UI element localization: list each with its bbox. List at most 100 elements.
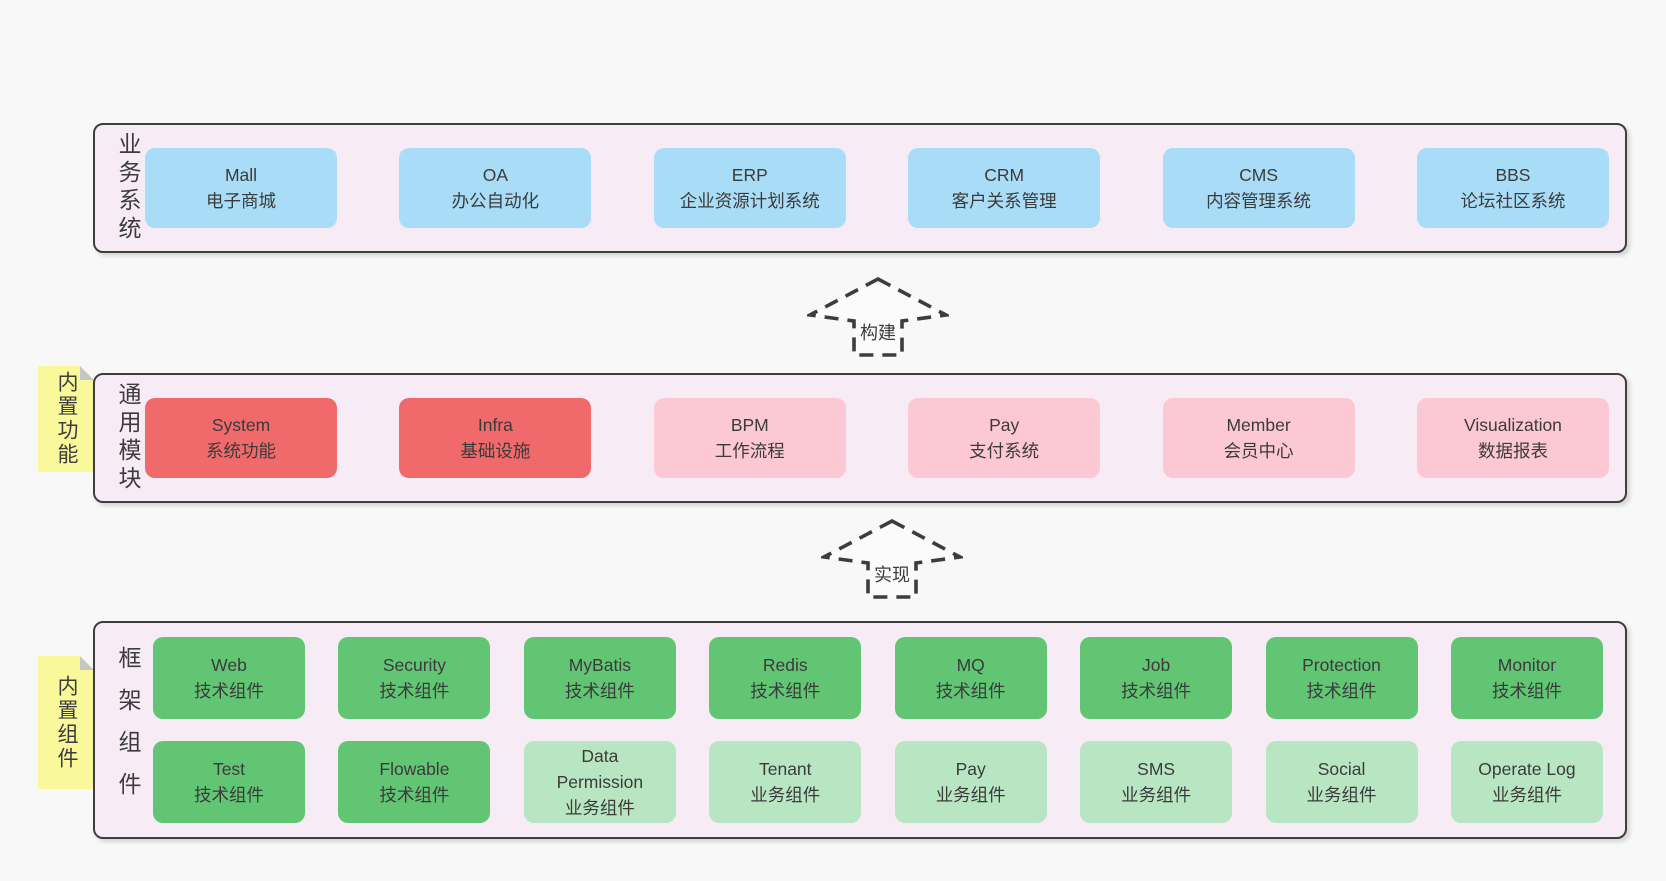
- band-common-modules: 通用模块 System 系统功能 Infra 基础设施 BPM 工作流程 Pay…: [93, 373, 1627, 503]
- box-title: SMS: [1137, 759, 1176, 779]
- box-title: CMS: [1239, 165, 1278, 185]
- box-title: Protection: [1302, 655, 1381, 675]
- box-protection: Protection 技术组件: [1265, 637, 1418, 719]
- business-boxes-row: Mall 电子商城 OA 办公自动化 ERP 企业资源计划系统 CRM 客户关系…: [145, 148, 1625, 228]
- sticky-label: 内置组件: [55, 674, 78, 771]
- component-row-1: Web 技术组件 Security 技术组件 MyBatis 技术组件 Redi…: [153, 637, 1603, 719]
- box-job: Job 技术组件: [1080, 637, 1233, 719]
- component-rows: Web 技术组件 Security 技术组件 MyBatis 技术组件 Redi…: [145, 637, 1625, 823]
- box-social: Social 业务组件: [1265, 741, 1418, 823]
- band-business-systems: 业务系统 Mall 电子商城 OA 办公自动化 ERP 企业资源计划系统 CRM…: [93, 123, 1627, 253]
- box-cms: CMS 内容管理系统: [1162, 148, 1355, 228]
- box-subtitle: 技术组件: [1306, 681, 1377, 701]
- box-title: MQ: [956, 655, 985, 675]
- box-subtitle: 技术组件: [379, 681, 450, 701]
- up-arrow-icon: 构建: [804, 276, 952, 357]
- sticky-built-in-components: 内置组件: [38, 656, 94, 789]
- up-arrow-shape: [804, 276, 952, 357]
- box-title: Flowable: [379, 759, 450, 779]
- box-subtitle: 企业资源计划系统: [679, 191, 820, 211]
- box-flowable: Flowable 技术组件: [338, 741, 491, 823]
- box-title: CRM: [984, 165, 1025, 185]
- box-title: Data Permission: [556, 746, 644, 792]
- box-subtitle: 论坛社区系统: [1460, 191, 1566, 211]
- box-title: BBS: [1495, 165, 1531, 185]
- box-operate-log: Operate Log 业务组件: [1450, 741, 1603, 823]
- band-label-business-systems: 业务系统: [115, 132, 141, 244]
- box-pay-biz: Pay 业务组件: [894, 741, 1047, 823]
- folded-corner-icon: [80, 366, 94, 380]
- box-subtitle: 支付系统: [969, 441, 1040, 461]
- box-title: OA: [482, 165, 509, 185]
- box-title: Social: [1317, 759, 1366, 779]
- box-title: Operate Log: [1478, 759, 1576, 779]
- sticky-label: 内置功能: [55, 371, 78, 467]
- box-title: Redis: [762, 655, 808, 675]
- box-test: Test 技术组件: [153, 741, 305, 823]
- box-title: Security: [382, 655, 447, 675]
- box-subtitle: 基础设施: [460, 441, 531, 461]
- component-row-2: Test 技术组件 Flowable 技术组件 Data Permission …: [153, 741, 1603, 823]
- box-web: Web 技术组件: [153, 637, 305, 719]
- box-erp: ERP 企业资源计划系统: [653, 148, 846, 228]
- arrow-build-label: 构建: [860, 323, 896, 343]
- box-visualization: Visualization 数据报表: [1416, 398, 1609, 478]
- box-title: Pay: [989, 415, 1020, 435]
- box-mybatis: MyBatis 技术组件: [523, 637, 676, 719]
- box-subtitle: 技术组件: [564, 681, 635, 701]
- band-label-common-modules: 通用模块: [115, 382, 141, 494]
- box-member: Member 会员中心: [1162, 398, 1355, 478]
- box-subtitle: 业务组件: [935, 785, 1006, 805]
- box-subtitle: 技术组件: [379, 785, 450, 805]
- box-system: System 系统功能: [145, 398, 337, 478]
- band-label-framework-components: 框架组件: [115, 646, 141, 814]
- box-title: Visualization: [1463, 415, 1562, 435]
- box-subtitle: 电子商城: [206, 191, 276, 211]
- box-redis: Redis 技术组件: [709, 637, 862, 719]
- box-subtitle: 数据报表: [1477, 441, 1548, 461]
- box-security: Security 技术组件: [338, 637, 491, 719]
- box-bpm: BPM 工作流程: [653, 398, 846, 478]
- box-subtitle: 业务组件: [1306, 785, 1377, 805]
- box-subtitle: 技术组件: [1491, 681, 1562, 701]
- box-title: Tenant: [758, 759, 812, 779]
- box-subtitle: 技术组件: [1121, 681, 1192, 701]
- box-title: Job: [1142, 655, 1171, 675]
- arrow-build: 构建: [804, 276, 952, 357]
- box-title: Web: [211, 655, 247, 675]
- module-boxes-row: System 系统功能 Infra 基础设施 BPM 工作流程 Pay 支付系统…: [145, 398, 1625, 478]
- band-framework-components: 框架组件 Web 技术组件 Security 技术组件 MyBatis 技术组件…: [93, 621, 1627, 839]
- box-subtitle: 业务组件: [1121, 785, 1192, 805]
- box-subtitle: 客户关系管理: [951, 191, 1057, 211]
- box-subtitle: 业务组件: [750, 785, 821, 805]
- arrow-implement: 实现: [818, 518, 966, 599]
- box-subtitle: 技术组件: [194, 681, 264, 701]
- up-arrow-icon: 实现: [818, 518, 966, 599]
- box-subtitle: 技术组件: [194, 785, 264, 805]
- box-title: Member: [1226, 415, 1291, 435]
- box-title: Mall: [224, 165, 258, 185]
- box-subtitle: 办公自动化: [451, 191, 540, 211]
- box-title: MyBatis: [568, 655, 631, 675]
- box-title: Infra: [477, 415, 513, 435]
- up-arrow-shape: [818, 518, 966, 599]
- box-sms: SMS 业务组件: [1080, 741, 1233, 823]
- box-title: Pay: [955, 759, 986, 779]
- box-mq: MQ 技术组件: [894, 637, 1047, 719]
- box-subtitle: 会员中心: [1223, 441, 1294, 461]
- box-title: ERP: [731, 165, 768, 185]
- box-infra: Infra 基础设施: [399, 398, 592, 478]
- box-title: System: [211, 415, 271, 435]
- box-subtitle: 业务组件: [564, 798, 635, 818]
- box-mall: Mall 电子商城: [145, 148, 337, 228]
- box-monitor: Monitor 技术组件: [1450, 637, 1603, 719]
- box-crm: CRM 客户关系管理: [908, 148, 1101, 228]
- box-bbs: BBS 论坛社区系统: [1416, 148, 1609, 228]
- box-title: BPM: [730, 415, 769, 435]
- box-data-permission: Data Permission 业务组件: [523, 741, 676, 823]
- box-title: Test: [212, 759, 246, 779]
- box-subtitle: 工作流程: [714, 441, 785, 461]
- box-subtitle: 系统功能: [206, 441, 276, 461]
- folded-corner-icon: [80, 656, 94, 670]
- arrow-implement-label: 实现: [874, 565, 910, 585]
